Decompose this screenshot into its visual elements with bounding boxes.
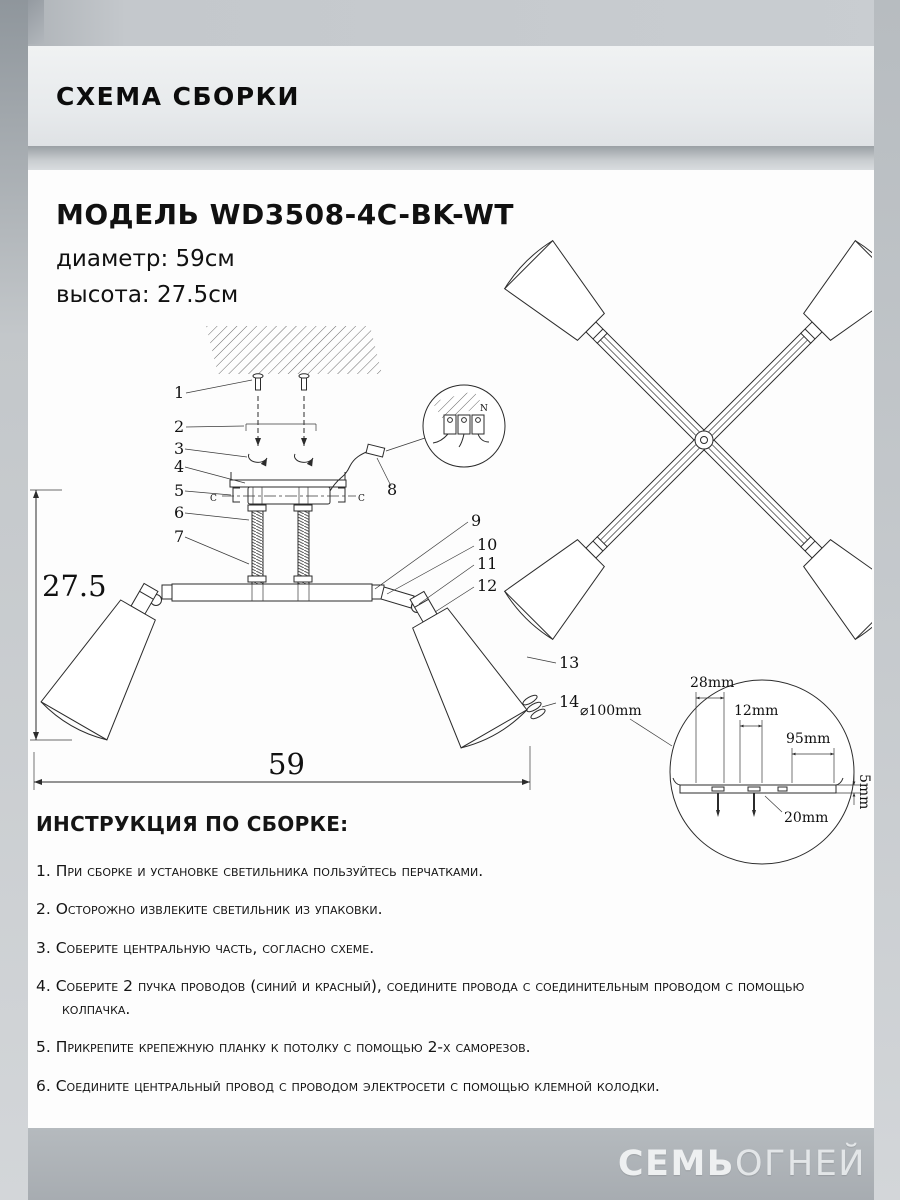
part-callout-7: 7: [174, 527, 184, 546]
mounting-plate-detail: 28mm 12mm 95mm ⌀100mm 20mm: [580, 675, 872, 865]
part-callout-4: 4: [174, 457, 184, 476]
part-callout-8: 8: [387, 480, 397, 499]
part-callout-2: 2: [174, 417, 184, 436]
instruction-item: 6. Соедините центральный провод с провод…: [36, 1076, 660, 1095]
section-mark-left: C: [210, 494, 217, 504]
detail-dim-12mm: 12mm: [734, 703, 778, 719]
model-title: МОДЕЛЬ WD3508-4C-BK-WT: [56, 198, 515, 231]
part-callout-3: 3: [174, 439, 184, 458]
part-callout-13: 13: [559, 653, 579, 672]
content-area: C C: [28, 170, 874, 1128]
detail-dim-20mm: 20mm: [784, 810, 828, 826]
detail-dim-28mm: 28mm: [690, 675, 734, 691]
mounting-screws: [245, 373, 317, 467]
part-callout-12: 12: [477, 576, 497, 595]
height-value: 27.5: [42, 569, 107, 603]
instruction-item: 5. Прикрепите крепежную планку к потолку…: [36, 1038, 531, 1057]
section-mark-right: C: [358, 494, 365, 504]
spec-diameter: диаметр: 59см: [56, 246, 235, 272]
right-gray-strip: [874, 0, 900, 1200]
wiring-n-label: N: [480, 404, 488, 414]
part-callout-11: 11: [477, 554, 497, 573]
spec-height: высота: 27.5см: [56, 282, 239, 308]
width-value: 59: [268, 747, 305, 781]
part-callout-10: 10: [477, 535, 497, 554]
assembly-instructions: ИНСТРУКЦИЯ ПО СБОРКЕ: 1. При сборке и ус…: [36, 812, 854, 1113]
left-gray-strip: [0, 0, 28, 1200]
instruction-item: 3. Соберите центральную часть, согласно …: [36, 938, 375, 957]
assembly-diagram: C C: [30, 237, 872, 865]
part-callout-9: 9: [471, 511, 481, 530]
top-gray-band: [0, 0, 900, 46]
top-view: [501, 237, 872, 643]
decorative-rings: [522, 694, 546, 720]
dimension-width: 59: [33, 746, 531, 790]
fixture-arm: [150, 583, 423, 613]
part-callout-14: 14: [559, 692, 579, 711]
threaded-rods: [247, 504, 313, 585]
brand-bold-part: СЕМЬ: [617, 1144, 735, 1184]
instruction-item: 1. При сборке и установке светильника по…: [36, 862, 484, 880]
instructions-title: ИНСТРУКЦИЯ ПО СБОРКЕ:: [36, 812, 349, 836]
detail-dim-5mm: 5mm: [856, 774, 872, 809]
page-header: СХЕМА СБОРКИ: [28, 46, 874, 146]
detail-dim-95mm: 95mm: [786, 731, 830, 747]
part-callouts: 1 2 3 4 5 6 7 8 9 10 11: [174, 379, 579, 711]
instructions-list: 1. При сборке и установке светильника по…: [36, 860, 854, 1097]
part-callout-1: 1: [174, 383, 184, 402]
wiring-detail: N: [329, 384, 506, 492]
page-title: СХЕМА СБОРКИ: [56, 81, 300, 111]
ceiling-hatch: [206, 326, 382, 374]
detail-dim-100mm: ⌀100mm: [580, 703, 642, 719]
brand-logo: СЕМЬОГНЕЙ: [618, 1144, 866, 1184]
dimension-height: 27.5: [30, 489, 107, 741]
header-divider: [0, 146, 900, 170]
instruction-item: 2. Осторожно извлеките светильник из упа…: [36, 900, 383, 919]
part-callout-6: 6: [174, 503, 184, 522]
part-callout-5: 5: [174, 481, 184, 500]
instruction-item: 4. Соберите 2 пучка проводов (синий и кр…: [36, 977, 805, 1018]
page-footer: СЕМЬОГНЕЙ: [0, 1128, 900, 1200]
canopy: C C: [210, 472, 365, 505]
brand-rest-part: ОГНЕЙ: [734, 1144, 866, 1184]
